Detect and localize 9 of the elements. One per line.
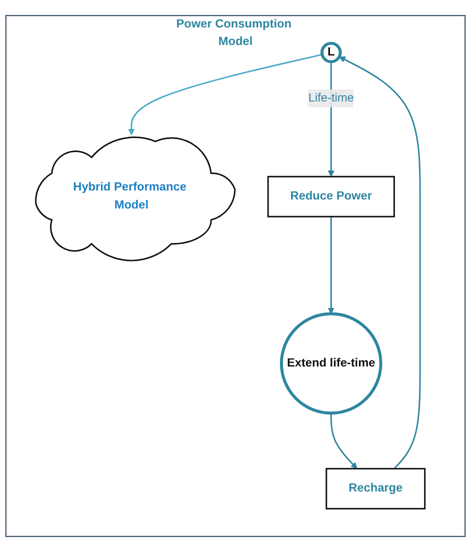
edge-label: Life-time (308, 92, 354, 104)
arrow (328, 216, 334, 314)
node-circle: L (320, 42, 342, 64)
node-box: Recharge (326, 468, 426, 510)
arrow (338, 56, 421, 470)
node-circle: Extend life-time (280, 312, 382, 415)
node-box: Reduce Power (267, 176, 395, 218)
arrow (128, 54, 322, 136)
arrow (330, 413, 358, 469)
